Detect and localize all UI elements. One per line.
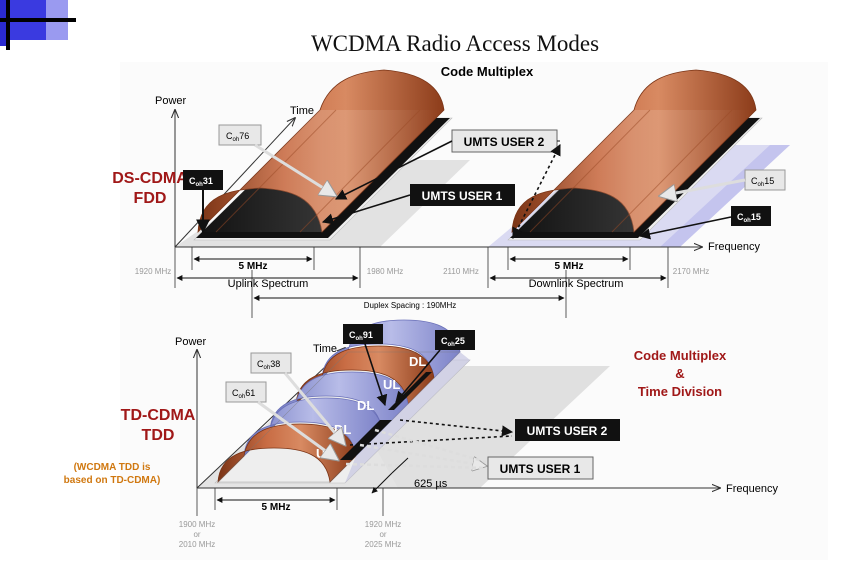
fdd-frequency-label: Frequency xyxy=(708,241,760,253)
svg-text:2170 MHz: 2170 MHz xyxy=(673,267,709,276)
tdd-section: Power Time Frequency DL UL DL DL UL TD-C… xyxy=(64,319,778,549)
tdd-time-axis xyxy=(196,348,345,489)
svg-text:UMTS USER 2: UMTS USER 2 xyxy=(464,135,545,149)
tdd-note-line1: (WCDMA TDD is xyxy=(74,462,151,473)
svg-text:2110 MHz: 2110 MHz xyxy=(443,267,479,276)
fdd-uplink-carrier xyxy=(193,69,453,241)
tdd-slot-label: UL xyxy=(383,377,400,392)
tdd-slot-label: DL xyxy=(409,354,426,369)
tdd-coh61-callout: Coh61 xyxy=(225,381,338,460)
svg-text:UMTS USER 1: UMTS USER 1 xyxy=(500,462,581,476)
svg-text:Uplink Spectrum: Uplink Spectrum xyxy=(228,278,309,290)
tdd-slot-label: DL xyxy=(357,398,374,413)
fdd-coh15-black-callout: Coh15 xyxy=(638,206,771,240)
fdd-coh76-callout: Coh76 xyxy=(218,124,336,196)
svg-text:625 µs: 625 µs xyxy=(414,478,448,490)
svg-text:1900 MHz: 1900 MHz xyxy=(179,520,215,529)
svg-text:1920 MHz: 1920 MHz xyxy=(135,267,171,276)
tdd-user1-callout: UMTS USER 1 xyxy=(345,428,594,480)
svg-text:1920 MHz: 1920 MHz xyxy=(365,520,401,529)
svg-text:Coh31: Coh31 xyxy=(189,176,213,188)
tdd-note-line2: based on TD-CDMA) xyxy=(64,475,161,486)
svg-text:UMTS USER 2: UMTS USER 2 xyxy=(527,424,608,438)
svg-text:2010 MHz: 2010 MHz xyxy=(179,540,215,549)
tdd-mode-line1: TD-CDMA xyxy=(121,407,196,424)
svg-text:Coh15: Coh15 xyxy=(737,212,761,224)
tdd-frequency-label: Frequency xyxy=(726,483,778,495)
svg-text:Coh38: Coh38 xyxy=(257,359,280,371)
svg-text:5 MHz: 5 MHz xyxy=(555,261,584,272)
svg-text:5 MHz: 5 MHz xyxy=(262,502,291,513)
tdd-power-label: Power xyxy=(175,336,207,348)
svg-text:2025 MHz: 2025 MHz xyxy=(365,540,401,549)
svg-text:Downlink Spectrum: Downlink Spectrum xyxy=(529,278,624,290)
fdd-subtitle: Code Multiplex xyxy=(441,64,534,79)
tdd-coh25-callout: Coh25 xyxy=(395,330,475,403)
svg-text:Coh15: Coh15 xyxy=(751,176,774,188)
tdd-time-slots xyxy=(217,319,470,484)
fdd-section: Power Time Frequency DS-CDMA FDD Coh76 xyxy=(112,69,790,318)
tdd-coh38-callout: Coh38 xyxy=(250,352,345,445)
fdd-frequency-dimensions: 5 MHz 5 MHz Uplink Spectrum Downlink Spe… xyxy=(135,247,709,318)
svg-text:Coh25: Coh25 xyxy=(441,336,465,348)
tdd-slot-duration: 625 µs xyxy=(371,457,448,494)
fdd-user2-callout: UMTS USER 2 xyxy=(334,129,561,239)
tdd-mode-line2: TDD xyxy=(142,427,175,444)
fdd-mode-line1: DS-CDMA xyxy=(112,170,188,187)
svg-text:Coh91: Coh91 xyxy=(349,330,373,342)
svg-text:1980 MHz: 1980 MHz xyxy=(367,267,403,276)
svg-text:or: or xyxy=(379,530,386,539)
fdd-mode-line2: FDD xyxy=(134,190,167,207)
fdd-coh31-callout: Coh31 xyxy=(183,170,223,234)
svg-text:Duplex Spacing : 190MHz: Duplex Spacing : 190MHz xyxy=(364,301,457,310)
svg-text:or: or xyxy=(193,530,200,539)
svg-text:UMTS USER 1: UMTS USER 1 xyxy=(422,189,503,203)
tdd-right-line3: Time Division xyxy=(638,384,722,399)
fdd-downlink-carrier xyxy=(507,69,763,241)
tdd-user2-callout: UMTS USER 2 xyxy=(349,419,620,446)
tdd-right-line1: Code Multiplex xyxy=(634,348,727,363)
svg-text:Coh76: Coh76 xyxy=(226,131,249,143)
fdd-time-label: Time xyxy=(290,105,314,117)
fdd-time-axis xyxy=(174,118,295,248)
fdd-power-label: Power xyxy=(155,95,187,107)
svg-text:5 MHz: 5 MHz xyxy=(239,261,268,272)
tdd-right-line2: & xyxy=(675,366,684,381)
page-title: WCDMA Radio Access Modes xyxy=(311,31,599,56)
fdd-coh15-box-callout: Coh15 xyxy=(660,169,786,196)
tdd-time-label: Time xyxy=(313,343,337,355)
fdd-user1-callout: UMTS USER 1 xyxy=(321,184,515,225)
tdd-frequency-dimensions: 5 MHz 1900 MHz or 2010 MHz 1920 MHz or 2… xyxy=(179,488,401,549)
svg-text:Coh61: Coh61 xyxy=(232,388,255,400)
slide-corner-decoration xyxy=(0,0,76,50)
tdd-coh91-callout: Coh91 xyxy=(343,324,388,407)
